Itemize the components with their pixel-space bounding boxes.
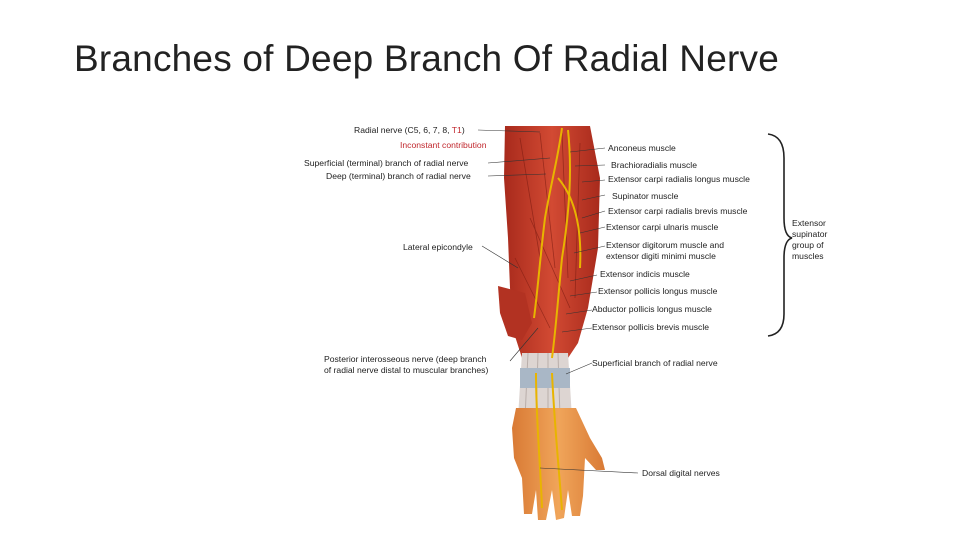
label-superficial-branch-wrist: Superficial branch of radial nerve: [592, 358, 718, 368]
label-extensor-indicis: Extensor indicis muscle: [600, 269, 690, 279]
label-apl: Abductor pollicis longus muscle: [592, 304, 712, 314]
label-edm-1: Extensor digitorum muscle and: [606, 240, 724, 250]
slide-title: Branches of Deep Branch Of Radial Nerve: [74, 38, 779, 79]
label-ecu: Extensor carpi ulnaris muscle: [606, 222, 719, 232]
label-posterior-interosseous-1: Posterior interosseous nerve (deep branc…: [324, 354, 487, 364]
label-epl: Extensor pollicis longus muscle: [598, 286, 718, 296]
radial-nerve-paths: [533, 127, 582, 511]
extensor-retinaculum: [520, 368, 570, 388]
muscle-striations: [514, 132, 581, 329]
epicondyle-tissue: [498, 286, 532, 340]
label-ecrb: Extensor carpi radialis brevis muscle: [608, 206, 748, 216]
leader-lines: [477, 129, 639, 474]
label-dorsal-digital: Dorsal digital nerves: [642, 468, 720, 478]
forearm-diagram: Radial nerve (C5, 6, 7, 8, T1) Inconstan…: [300, 118, 840, 530]
label-edm-2: extensor digiti minimi muscle: [606, 251, 716, 261]
group-bracket: [767, 133, 793, 337]
label-radial-nerve: Radial nerve (C5, 6, 7, 8, T1): [354, 125, 465, 135]
label-superficial-branch: Superficial (terminal) branch of radial …: [304, 158, 469, 168]
label-extensor-supinator-group: Extensor supinator group of muscles: [792, 218, 828, 261]
forearm-illustration: [477, 126, 793, 520]
label-lateral-epicondyle: Lateral epicondyle: [403, 242, 473, 252]
label-ecrl: Extensor carpi radialis longus muscle: [608, 174, 750, 184]
label-deep-branch: Deep (terminal) branch of radial nerve: [326, 171, 471, 181]
label-brachioradialis: Brachioradialis muscle: [611, 160, 697, 170]
label-posterior-interosseous-2: of radial nerve distal to muscular branc…: [324, 365, 489, 375]
label-supinator: Supinator muscle: [612, 191, 679, 201]
label-anconeus: Anconeus muscle: [608, 143, 676, 153]
label-epb: Extensor pollicis brevis muscle: [592, 322, 710, 332]
label-inconstant-contribution: Inconstant contribution: [400, 140, 487, 150]
